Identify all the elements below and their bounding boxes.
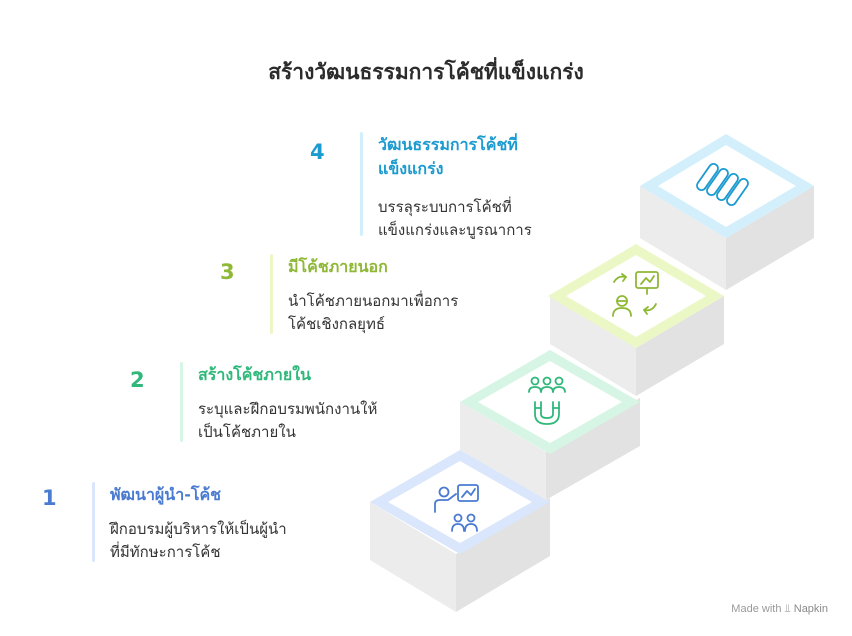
step-4-number: 4 xyxy=(310,140,325,164)
step-3-number: 3 xyxy=(220,260,235,284)
step-2-tread xyxy=(460,350,640,454)
step-3-title: มีโค้ชภายนอก xyxy=(288,257,388,276)
footer-attribution: Made with ⫫ Napkin xyxy=(731,603,828,616)
step-2-desc-line2: เป็นโค้ชภายใน xyxy=(198,423,296,441)
step-1-desc-line2: ที่มีทักษะการโค้ช xyxy=(110,543,221,561)
footer-made-with: Made with xyxy=(731,603,782,615)
step-3-desc-line2: โค้ชเชิงกลยุทธ์ xyxy=(288,315,386,333)
step-4-title-line2: แข็งแกร่ง xyxy=(378,159,444,178)
step-4-title-line1: วัฒนธรรมการโค้ชที่ xyxy=(378,135,518,154)
footer-brand: Napkin xyxy=(793,603,828,615)
integrated-bars-icon xyxy=(696,162,749,207)
step-2-bar xyxy=(180,362,183,442)
step-3-desc-line1: นำโค้ชภายนอกมาเพื่อการ xyxy=(288,292,459,310)
step-1-bar xyxy=(92,482,95,562)
step-4-bar xyxy=(360,132,363,236)
step-4-tread xyxy=(640,134,814,238)
external-coach-icon xyxy=(612,271,659,317)
napkin-logo-icon: ⫫ xyxy=(784,603,791,615)
step-4-desc-line2: แข็งแกร่งและบูรณาการ xyxy=(378,221,532,239)
step-1-number: 1 xyxy=(42,486,57,510)
step-3-bar xyxy=(270,254,273,334)
page-title: สร้างวัฒนธรรมการโค้ชที่แข็งแกร่ง xyxy=(268,60,584,84)
step-2-desc-line1: ระบุและฝึกอบรมพนักงานให้ xyxy=(198,400,378,418)
step-1-desc-line1: ฝึกอบรมผู้บริหารให้เป็นผู้นำ xyxy=(110,520,287,538)
team-magnet-icon xyxy=(528,376,566,425)
step-1-tread xyxy=(370,450,550,554)
step-2-title: สร้างโค้ชภายใน xyxy=(198,365,311,384)
step-4-desc-line1: บรรลุระบบการโค้ชที่ xyxy=(378,198,512,216)
step-3-tread xyxy=(548,244,724,348)
step-1-title: พัฒนาผู้นำ-โค้ช xyxy=(110,485,222,504)
staircase-walls xyxy=(370,186,814,612)
step-2-number: 2 xyxy=(130,368,145,392)
leader-presenting-icon xyxy=(434,484,479,532)
